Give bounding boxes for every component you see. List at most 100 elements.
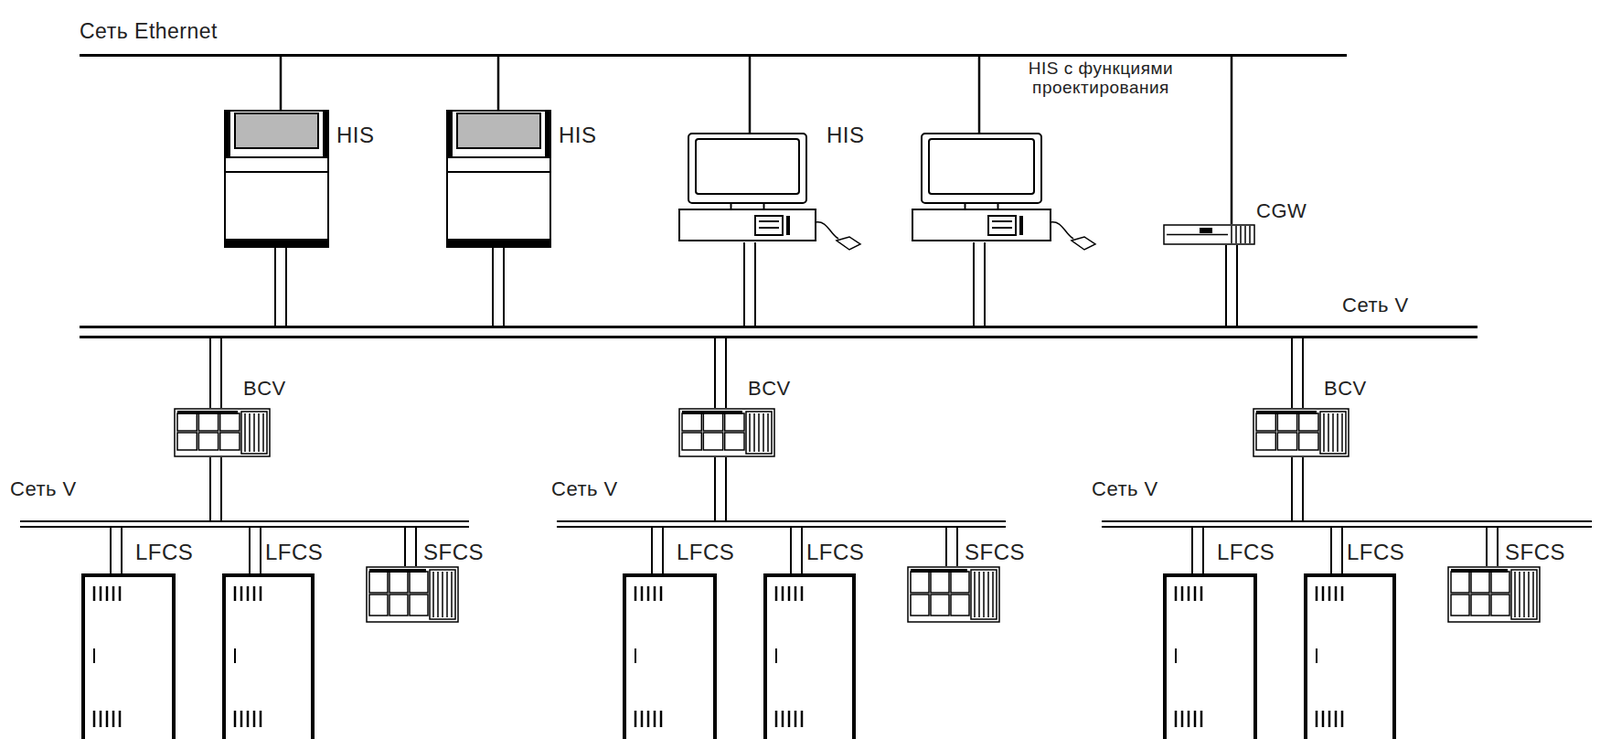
network-link <box>979 56 981 133</box>
monitor-screen <box>928 138 1035 194</box>
network-link <box>1231 245 1233 326</box>
cabinet-vent <box>1174 586 1178 601</box>
device-label: BCV <box>1323 376 1367 400</box>
cabinet-vent <box>1187 710 1191 727</box>
module-card <box>369 594 388 616</box>
mouse-cord <box>1050 222 1074 239</box>
control-cabinet-outline <box>222 573 315 736</box>
cabinet-handle <box>93 648 96 663</box>
link-inner <box>1226 245 1237 326</box>
link-inner <box>652 527 662 574</box>
cabinet-vent <box>1194 710 1197 727</box>
cabinet-vent <box>93 586 96 601</box>
pc-station-outline <box>678 132 817 243</box>
cabinet-vent <box>99 710 103 727</box>
network-link <box>796 527 798 574</box>
cabinet-vent <box>259 586 263 601</box>
module-card <box>1277 432 1297 450</box>
cabinet-vent <box>800 710 804 727</box>
module-card <box>950 571 970 593</box>
network-link <box>215 457 217 521</box>
module-slot <box>1322 413 1325 452</box>
module-rail <box>910 568 968 573</box>
cabinet-vent <box>794 586 798 601</box>
cabinet-body <box>83 575 174 739</box>
cabinet-vent <box>106 710 109 727</box>
link-inner <box>791 527 801 574</box>
module-slot <box>437 571 439 618</box>
link-outer <box>491 247 505 326</box>
module-rail <box>1450 568 1508 573</box>
module-card <box>198 413 218 431</box>
device-label: SFCS <box>423 539 484 566</box>
console-edge <box>447 110 453 157</box>
gateway-slot <box>1239 225 1242 244</box>
console-line <box>447 156 551 159</box>
network-link <box>255 527 256 574</box>
module-slot <box>762 413 765 452</box>
network-link <box>1197 527 1199 574</box>
module-card <box>1491 594 1510 616</box>
console-line <box>224 156 329 159</box>
cabinet-vent <box>234 710 237 727</box>
module-card <box>1491 571 1510 593</box>
network-link <box>410 527 412 566</box>
link-inner <box>1487 527 1497 566</box>
module-card <box>910 594 929 616</box>
module-slot <box>1532 571 1535 618</box>
operator-console-outline <box>224 109 330 248</box>
module-card <box>682 432 702 450</box>
module-psu <box>429 569 456 619</box>
module-slot <box>987 571 990 618</box>
control-cabinet-outline <box>763 573 856 736</box>
v-net-bus: Сеть V <box>556 520 1006 528</box>
cabinet-body <box>624 575 715 739</box>
cabinet-vent <box>1341 710 1344 727</box>
device-label: BCV <box>243 376 287 400</box>
link-inner <box>1292 457 1302 521</box>
cabinet-vent <box>788 586 791 601</box>
gateway-slot <box>1230 225 1233 244</box>
gateway-slot <box>1248 225 1251 244</box>
cabinet-handle <box>634 648 637 663</box>
cabinet-vent <box>112 710 116 727</box>
link-outer <box>1330 527 1344 574</box>
console-body <box>224 110 329 247</box>
link-outer <box>972 242 986 326</box>
link-outer <box>789 527 803 574</box>
cabinet-vent <box>1328 586 1332 601</box>
network-link <box>749 242 751 326</box>
module-card <box>1471 594 1490 616</box>
drive-slot <box>992 226 1013 229</box>
compact-station: SFCS <box>365 565 459 623</box>
link-outer <box>714 338 727 408</box>
console-edge <box>544 110 551 157</box>
compact-station: SFCS <box>1447 565 1541 623</box>
link-inner <box>493 247 503 326</box>
gateway-unit-outline <box>1162 224 1256 246</box>
cabinet-body <box>1305 575 1395 739</box>
module-card <box>1299 413 1319 431</box>
v-net-bus: Сеть V <box>79 325 1478 339</box>
cabinet-vent <box>653 586 657 601</box>
link-outer <box>945 527 959 566</box>
control-cabinet: LFCS <box>81 573 176 736</box>
module-card <box>703 413 723 431</box>
mouse <box>836 236 861 250</box>
module-card <box>369 571 388 593</box>
link-outer <box>1485 527 1499 566</box>
compact-station-outline <box>365 565 459 623</box>
bus-converter: BCV <box>173 407 271 458</box>
module-rail <box>369 568 427 573</box>
monitor-stand <box>731 202 765 210</box>
link-inner <box>211 457 221 521</box>
gateway-slot <box>1235 225 1238 244</box>
network-link <box>749 56 751 133</box>
link-inner <box>250 527 260 574</box>
bus-converter-outline <box>173 407 271 458</box>
link-outer <box>650 527 664 574</box>
link-outer <box>109 527 123 574</box>
mouse <box>1071 236 1096 250</box>
module-case <box>679 408 775 457</box>
gateway-line <box>1166 234 1228 236</box>
